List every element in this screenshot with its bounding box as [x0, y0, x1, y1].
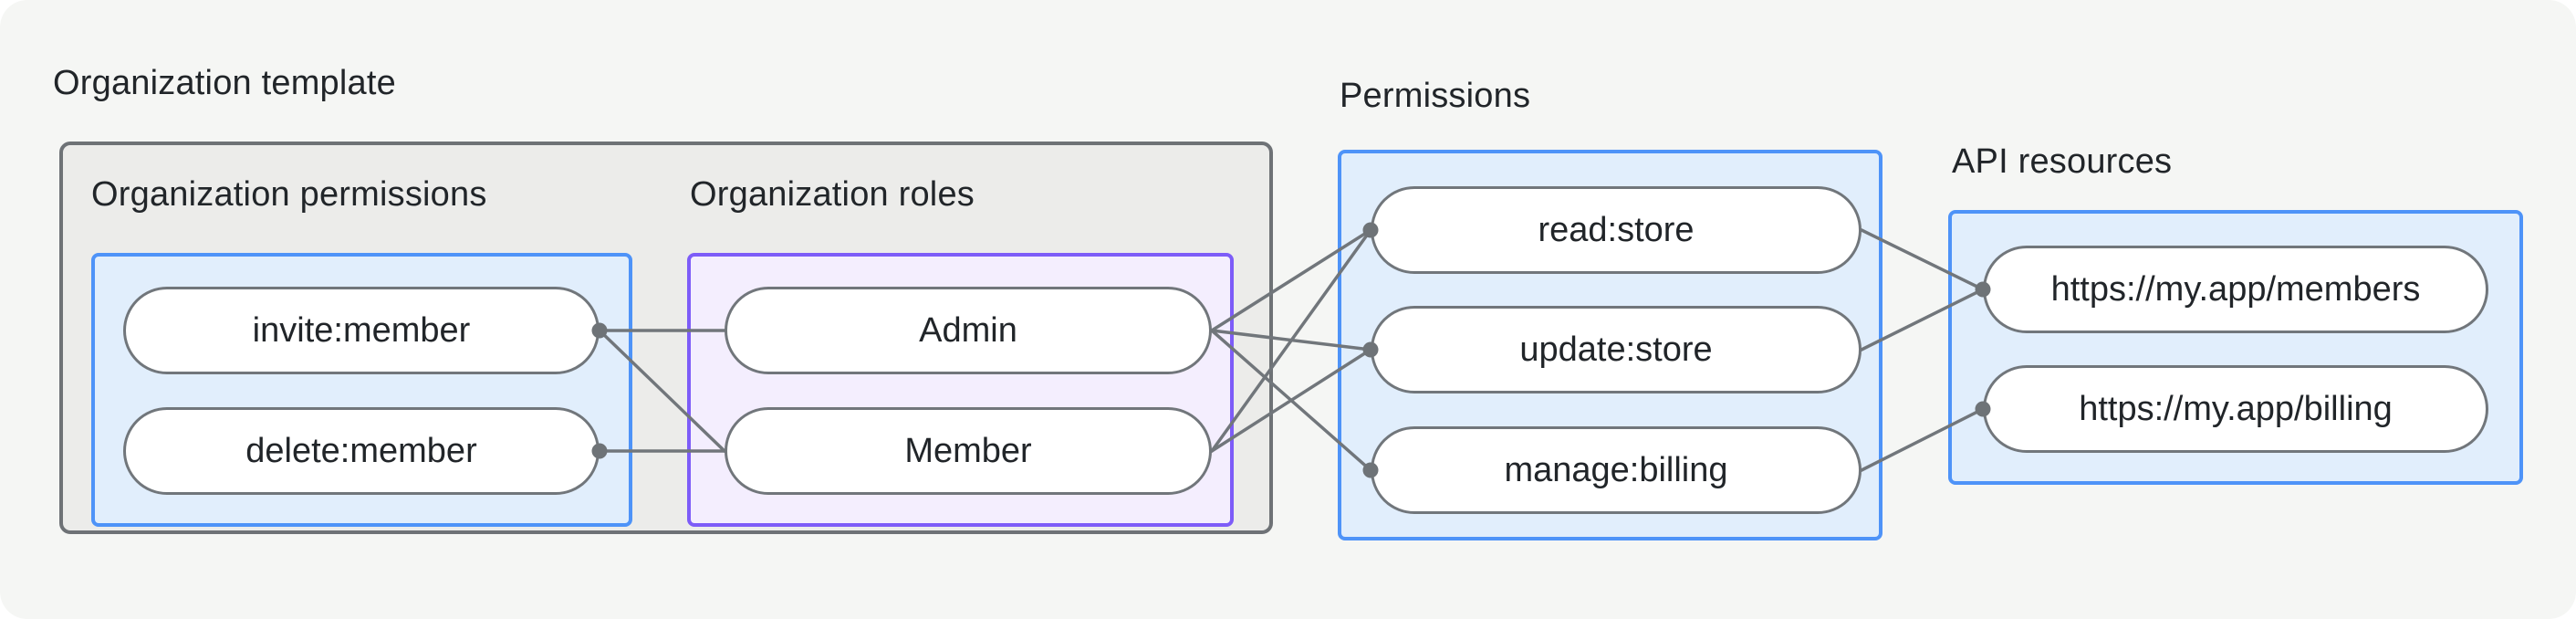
node-api-members-url: https://my.app/members — [1983, 246, 2488, 333]
organization-roles-label: Organization roles — [690, 175, 975, 214]
node-manage-billing: manage:billing — [1371, 426, 1862, 514]
permissions-label: Permissions — [1340, 77, 1531, 115]
node-update-store: update:store — [1371, 306, 1862, 393]
api-resources-label: API resources — [1952, 142, 2173, 181]
node-read-store: read:store — [1371, 186, 1862, 274]
node-delete-member: delete:member — [123, 407, 600, 495]
node-member-role: Member — [725, 407, 1212, 495]
organization-permissions-label: Organization permissions — [91, 175, 487, 214]
diagram-title: Organization template — [53, 64, 396, 102]
node-admin-role: Admin — [725, 287, 1212, 374]
node-api-billing-url: https://my.app/billing — [1983, 365, 2488, 453]
node-invite-member: invite:member — [123, 287, 600, 374]
